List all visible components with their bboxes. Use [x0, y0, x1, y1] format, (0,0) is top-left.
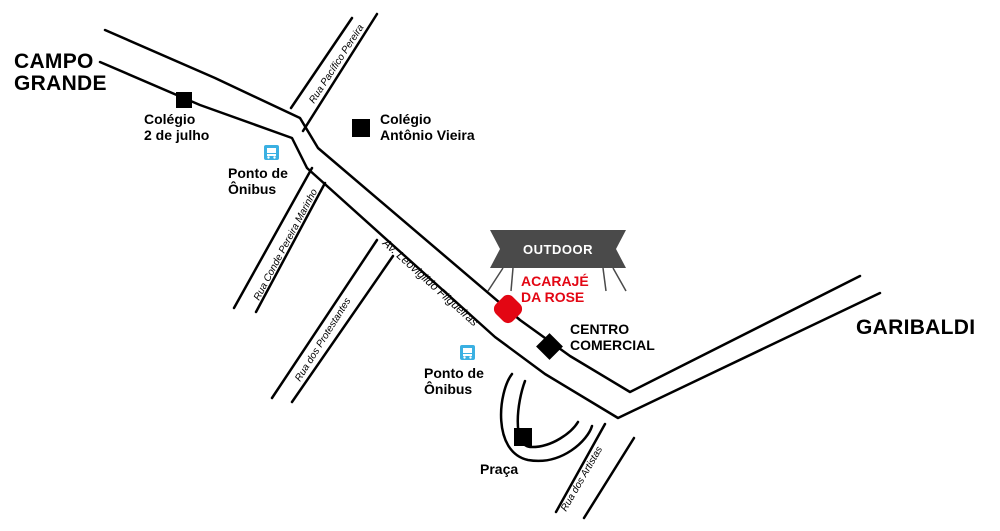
place-centro-comercial-line2: COMERCIAL	[570, 337, 655, 353]
place-colegio-antonio-vieira-line1: Colégio	[380, 111, 431, 127]
place-centro-comercial-line1: CENTRO	[570, 321, 629, 337]
highlight-acaraje-line2: DA ROSE	[521, 289, 584, 305]
billboard-leg-right-inner	[602, 267, 607, 292]
highlight-acaraje-line1: ACARAJÉ	[521, 273, 589, 289]
billboard: OUTDOOR	[487, 230, 627, 292]
billboard-leg-left-inner	[510, 267, 514, 292]
rua-conde-pereira-marinho-road-2	[254, 181, 327, 314]
region-campo-grande-line1: CAMPO	[14, 50, 94, 73]
billboard-label: OUTDOOR	[523, 242, 593, 257]
street-label-pacifico-pereira: Rua Pacífico Pereira	[307, 22, 366, 105]
place-bus-stop-1-line2: Ônibus	[228, 180, 276, 197]
bus-icon	[264, 145, 279, 160]
region-campo-grande-line2: GRANDE	[14, 72, 107, 95]
place-colegio-2-julho-line1: Colégio	[144, 111, 195, 127]
rua-dos-artistas-road-2	[582, 436, 636, 520]
bus-icon	[460, 345, 475, 360]
billboard-leg-left	[487, 267, 504, 292]
praca-loop-inner	[516, 379, 580, 449]
building-square-icon	[176, 92, 192, 108]
red-location-marker	[493, 294, 523, 324]
billboard-panel	[490, 230, 626, 268]
street-label-protestantes: Rua dos Protestantes	[293, 296, 353, 383]
building-diamond-icon	[536, 333, 563, 360]
rua-dos-artistas-road	[554, 422, 607, 514]
main-avenue-north-edge	[103, 28, 862, 394]
rua-dos-protestantes-road	[270, 238, 379, 400]
rua-pacifico-pereira-road	[289, 16, 354, 110]
place-colegio-antonio-vieira-line2: Antônio Vieira	[380, 127, 475, 143]
rua-pacifico-pereira-road-2	[301, 12, 379, 133]
place-bus-stop-2-line2: Ônibus	[424, 380, 472, 397]
street-label-leovigildo-filgueiras: Av. Leovigildo Filgueiras	[379, 237, 480, 329]
praca-loop-outer	[499, 372, 594, 463]
place-colegio-2-julho-line2: 2 de julho	[144, 127, 209, 143]
region-garibaldi: GARIBALDI	[856, 316, 975, 339]
main-avenue-south-edge	[98, 60, 882, 420]
building-square-icon	[514, 428, 532, 446]
rua-conde-pereira-marinho-road	[232, 166, 314, 310]
street-label-conde-pereira-marinho: Rua Conde Pereira Marinho	[252, 187, 320, 302]
building-square-icon	[352, 119, 370, 137]
rua-dos-protestantes-road-2	[290, 254, 395, 404]
place-bus-stop-2-line1: Ponto de	[424, 365, 484, 381]
billboard-leg-right	[612, 267, 627, 292]
place-bus-stop-1-line1: Ponto de	[228, 165, 288, 181]
place-praca: Praça	[480, 461, 518, 477]
